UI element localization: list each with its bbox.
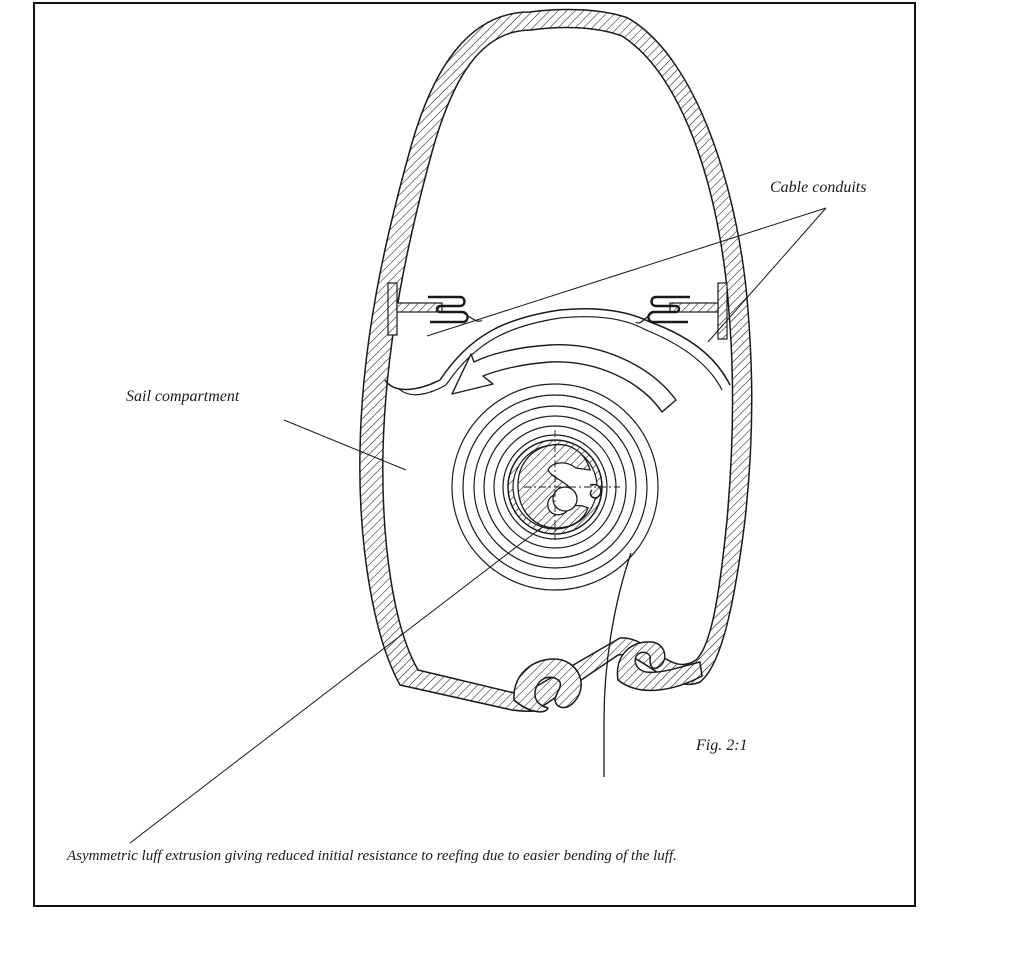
luff-extrusion-leader: [129, 524, 546, 844]
luff-extrusion: [507, 430, 620, 540]
leader-lines: [129, 207, 827, 844]
cable-conduits-leader-left: [426, 207, 827, 337]
sail-exit-line: [603, 552, 632, 777]
bottom-left-groove: [513, 658, 582, 713]
upper-compartment-line: [384, 308, 731, 391]
upper-compartment-line-inner: [397, 316, 723, 396]
left-cable-conduit-clip: [387, 282, 483, 336]
rotation-arrow: [451, 344, 677, 413]
cable-conduits-leader-right: [707, 207, 827, 343]
figure-number-label: Fig. 2:1: [696, 737, 748, 754]
sail-compartment-leader: [283, 419, 407, 471]
figure-frame: [33, 2, 916, 907]
cable-conduits-label: Cable conduits: [770, 179, 867, 196]
bottom-right-groove: [616, 641, 703, 692]
figure-caption: Asymmetric luff extrusion giving reduced…: [67, 848, 677, 864]
right-cable-conduit-clip: [635, 282, 728, 340]
sail-compartment-label: Sail compartment: [126, 388, 240, 405]
